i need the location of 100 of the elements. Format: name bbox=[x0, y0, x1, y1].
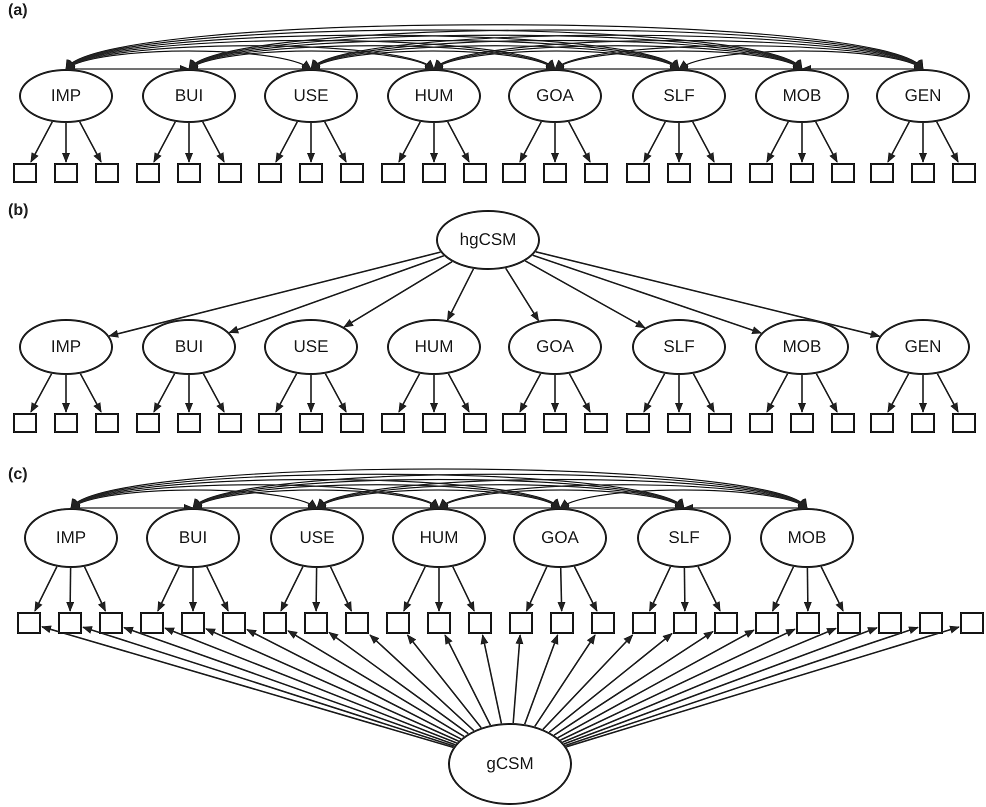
indicator-box bbox=[381, 163, 405, 183]
double-headed-arrow bbox=[65, 34, 680, 70]
indicator-box bbox=[54, 163, 78, 183]
arrow bbox=[692, 373, 715, 413]
arrow bbox=[919, 123, 927, 163]
arrow bbox=[568, 121, 591, 163]
arrow bbox=[551, 123, 559, 163]
arrow bbox=[643, 373, 666, 413]
indicator-box bbox=[543, 163, 567, 183]
arrow bbox=[246, 628, 462, 740]
arrow bbox=[557, 629, 755, 738]
panel-label: (b) bbox=[8, 202, 28, 220]
indicator-box bbox=[422, 413, 446, 433]
arrow bbox=[524, 634, 558, 724]
arrow bbox=[512, 634, 524, 724]
indicator-box bbox=[340, 413, 364, 433]
indicator-box bbox=[837, 612, 861, 634]
indicator-box bbox=[140, 612, 164, 634]
double-headed-arrow bbox=[65, 40, 556, 70]
latent-variable-ellipse: IMP bbox=[24, 508, 118, 568]
arrow bbox=[548, 632, 673, 733]
arrow bbox=[820, 566, 844, 612]
indicator-box bbox=[258, 413, 282, 433]
arrow bbox=[406, 634, 482, 728]
arrow bbox=[189, 568, 197, 612]
arrow bbox=[574, 566, 598, 612]
latent-variable-ellipse: gCSM bbox=[448, 723, 572, 805]
arrow bbox=[324, 121, 347, 163]
indicator-box bbox=[218, 413, 242, 433]
arrow bbox=[108, 251, 441, 338]
indicator-box bbox=[218, 163, 242, 183]
indicator-box bbox=[667, 413, 691, 433]
double-headed-arrow bbox=[316, 484, 685, 509]
indicator-box bbox=[755, 612, 779, 634]
double-headed-arrow bbox=[433, 40, 924, 70]
indicator-box bbox=[708, 413, 732, 433]
arrow bbox=[804, 568, 812, 612]
indicator-box bbox=[136, 413, 160, 433]
arrow bbox=[430, 375, 438, 413]
double-headed-arrow bbox=[316, 478, 808, 509]
arrow bbox=[280, 566, 304, 612]
indicator-box bbox=[911, 413, 935, 433]
arrow bbox=[536, 251, 881, 338]
arrow bbox=[330, 566, 352, 612]
arrow bbox=[766, 121, 789, 163]
arrow bbox=[80, 373, 102, 413]
double-headed-arrow bbox=[188, 29, 924, 70]
latent-variable-ellipse: IMP bbox=[19, 319, 113, 375]
latent-variable-ellipse: IMP bbox=[19, 69, 113, 123]
indicator-box bbox=[584, 163, 608, 183]
latent-variable-ellipse: HUM bbox=[392, 508, 486, 568]
latent-variable-ellipse: hgCSM bbox=[436, 210, 540, 270]
indicator-box bbox=[878, 612, 902, 634]
latent-variable-ellipse: USE bbox=[264, 319, 358, 375]
arrow bbox=[447, 121, 470, 163]
arrow bbox=[560, 628, 796, 741]
indicator-box bbox=[13, 163, 37, 183]
indicator-box bbox=[468, 612, 492, 634]
arrow bbox=[153, 373, 176, 413]
arrow bbox=[815, 121, 838, 163]
double-headed-arrow bbox=[188, 40, 680, 70]
arrow bbox=[648, 566, 672, 612]
indicator-box bbox=[299, 163, 323, 183]
indicator-box bbox=[502, 413, 526, 433]
latent-variable-ellipse: MOB bbox=[755, 319, 849, 375]
indicator-box bbox=[831, 413, 855, 433]
double-headed-arrow bbox=[192, 478, 685, 509]
arrow bbox=[185, 123, 193, 163]
arrow bbox=[562, 628, 837, 743]
arrow bbox=[228, 255, 444, 334]
arrow bbox=[532, 254, 762, 334]
arrow bbox=[202, 373, 225, 413]
latent-variable-ellipse: USE bbox=[270, 508, 364, 568]
indicator-box bbox=[177, 413, 201, 433]
arrow bbox=[307, 375, 315, 413]
indicator-box bbox=[222, 612, 246, 634]
arrow bbox=[444, 634, 492, 726]
arrow bbox=[816, 373, 838, 413]
arrow bbox=[157, 566, 180, 612]
indicator-box bbox=[345, 612, 369, 634]
double-headed-arrow bbox=[310, 34, 924, 70]
arrow bbox=[448, 373, 470, 413]
arrow bbox=[480, 634, 502, 724]
indicator-box bbox=[831, 163, 855, 183]
indicator-box bbox=[870, 163, 894, 183]
indicator-box bbox=[591, 612, 615, 634]
arrow bbox=[772, 566, 794, 612]
indicator-box bbox=[340, 163, 364, 183]
indicator-box bbox=[463, 163, 487, 183]
latent-variable-ellipse: GOA bbox=[508, 319, 602, 375]
arrow bbox=[324, 373, 347, 413]
indicator-box bbox=[177, 163, 201, 183]
double-headed-arrow bbox=[65, 24, 924, 70]
arrow bbox=[287, 630, 465, 738]
indicator-box bbox=[796, 612, 820, 634]
arrow bbox=[798, 375, 806, 413]
indicator-box bbox=[422, 163, 446, 183]
indicator-box bbox=[13, 413, 37, 433]
arrow bbox=[307, 123, 315, 163]
indicator-box bbox=[263, 612, 287, 634]
